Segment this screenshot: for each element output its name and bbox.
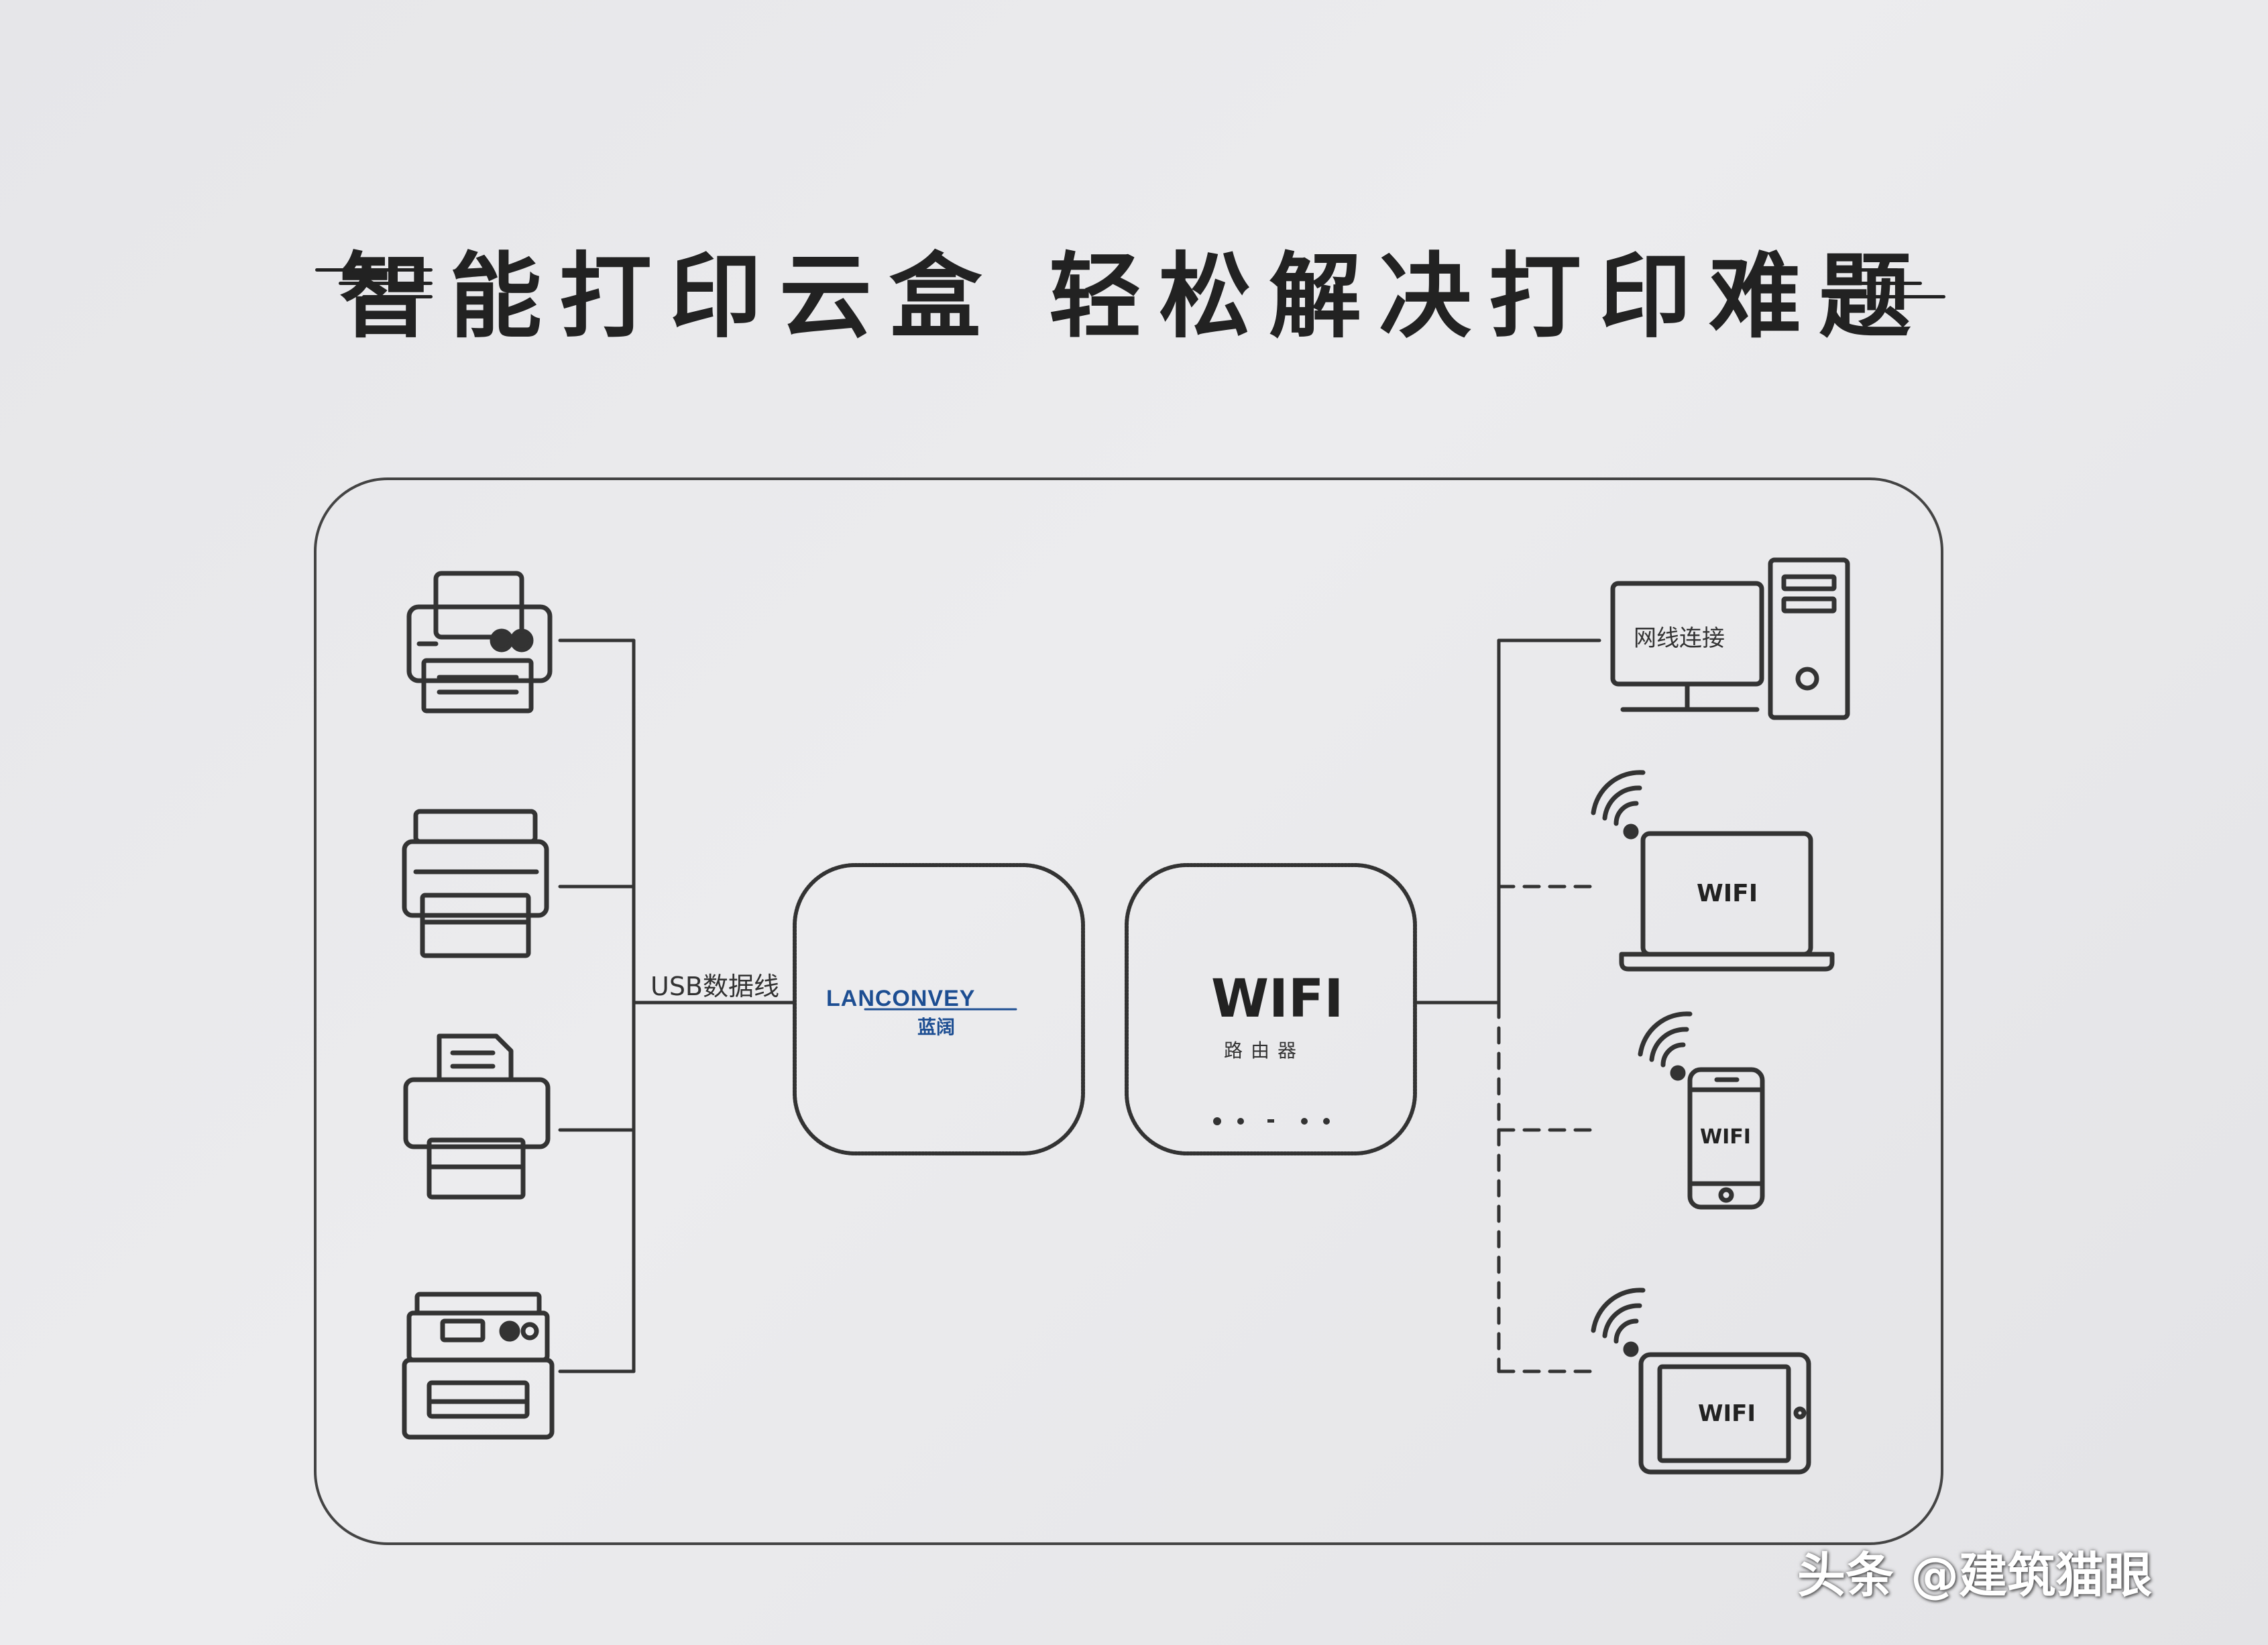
router-subtitle: 路由器 (1224, 1039, 1305, 1062)
wifi-dashed-lines (1497, 885, 1601, 1373)
cloud-box-outline (793, 863, 1085, 1155)
phone-wifi-label: WIFI (1700, 1125, 1751, 1149)
cloud-box-brand: LANCONVEY (826, 986, 976, 1011)
printer-icon-2 (402, 809, 549, 958)
laptop-wifi-label: WIFI (1697, 880, 1758, 907)
title-rule-right (1828, 268, 1945, 308)
laptop-icon (1619, 831, 1835, 972)
router-title: WIFI (1211, 969, 1344, 1029)
printer-icon-1 (406, 571, 553, 714)
desktop-pc-icon (1610, 557, 1850, 720)
pc-connection-label: 网线连接 (1634, 625, 1725, 652)
wifi-signal-icon-3 (1591, 1288, 1646, 1357)
cloud-box-brand-sub: 蓝阔 (917, 1016, 956, 1038)
router-outline (1125, 863, 1417, 1155)
usb-cable-label: USB数据线 (650, 972, 780, 1001)
watermark: 头条 @建筑猫眼 (1797, 1547, 2153, 1603)
tablet-icon (1638, 1352, 1811, 1475)
wifi-signal-icon-2 (1638, 1011, 1693, 1081)
printer-icon-4 (402, 1292, 555, 1440)
router-lines (1413, 638, 1601, 1005)
tablet-wifi-label: WIFI (1698, 1400, 1756, 1427)
diagram-frame (314, 477, 1943, 1545)
diagram-title: 智能打印云盒 轻松解决打印难题 (339, 243, 1929, 351)
router-leds (1213, 1117, 1330, 1125)
title-rule-left (315, 268, 433, 308)
phone-icon (1687, 1067, 1765, 1210)
printer-icon-3 (403, 1033, 551, 1200)
wifi-signal-icon-1 (1591, 770, 1646, 840)
usb-bus-lines (558, 638, 797, 1373)
